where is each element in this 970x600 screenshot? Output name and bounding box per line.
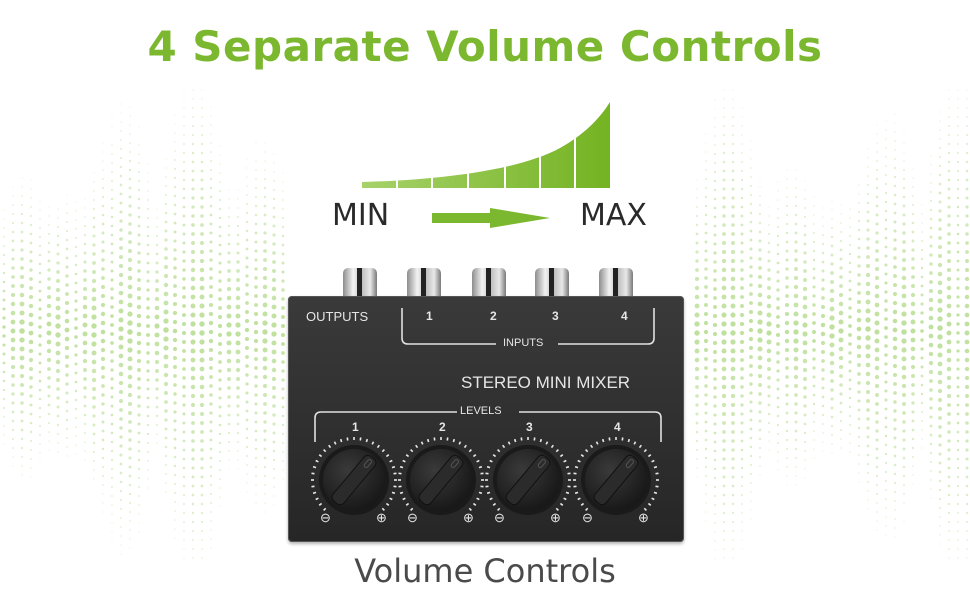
input-number-1: 1 bbox=[426, 309, 433, 323]
rca-jack-input-4 bbox=[599, 268, 633, 302]
plus-circle-icon: ⊕ bbox=[376, 510, 387, 525]
volume-knob-3[interactable] bbox=[482, 434, 574, 526]
input-number-3: 3 bbox=[552, 309, 559, 323]
volume-ramp-graphic bbox=[362, 100, 610, 190]
max-label: MAX bbox=[580, 198, 647, 233]
level-number-4: 4 bbox=[614, 420, 621, 434]
inputs-bracket bbox=[401, 308, 655, 345]
minus-circle-icon: ⊖ bbox=[494, 510, 505, 525]
level-number-1: 1 bbox=[352, 420, 359, 434]
headline-title: 4 Separate Volume Controls bbox=[147, 22, 823, 71]
level-number-2: 2 bbox=[439, 420, 446, 434]
input-number-2: 2 bbox=[490, 309, 497, 323]
volume-knob-4[interactable] bbox=[570, 434, 662, 526]
caption-volume-controls: Volume Controls bbox=[354, 552, 616, 590]
input-number-4: 4 bbox=[621, 309, 628, 323]
arrow-right-icon bbox=[432, 208, 550, 228]
rca-jack-input-3 bbox=[535, 268, 569, 302]
rca-jack-input-2 bbox=[472, 268, 506, 302]
minus-circle-icon: ⊖ bbox=[407, 510, 418, 525]
levels-bracket bbox=[314, 411, 662, 442]
minus-circle-icon: ⊖ bbox=[320, 510, 331, 525]
min-label: MIN bbox=[332, 198, 390, 233]
rca-jack-input-1 bbox=[407, 268, 441, 302]
outputs-label: OUTPUTS bbox=[306, 309, 369, 324]
plus-circle-icon: ⊕ bbox=[638, 510, 649, 525]
rca-jack-output bbox=[343, 268, 377, 302]
plus-circle-icon: ⊕ bbox=[550, 510, 561, 525]
plus-circle-icon: ⊕ bbox=[463, 510, 474, 525]
minus-circle-icon: ⊖ bbox=[582, 510, 593, 525]
inputs-label: INPUTS bbox=[503, 337, 544, 349]
volume-knob-2[interactable] bbox=[395, 434, 487, 526]
product-name: STEREO MINI MIXER bbox=[461, 373, 631, 392]
volume-knob-1[interactable] bbox=[308, 434, 400, 526]
level-number-3: 3 bbox=[526, 420, 533, 434]
levels-label: LEVELS bbox=[460, 405, 502, 417]
